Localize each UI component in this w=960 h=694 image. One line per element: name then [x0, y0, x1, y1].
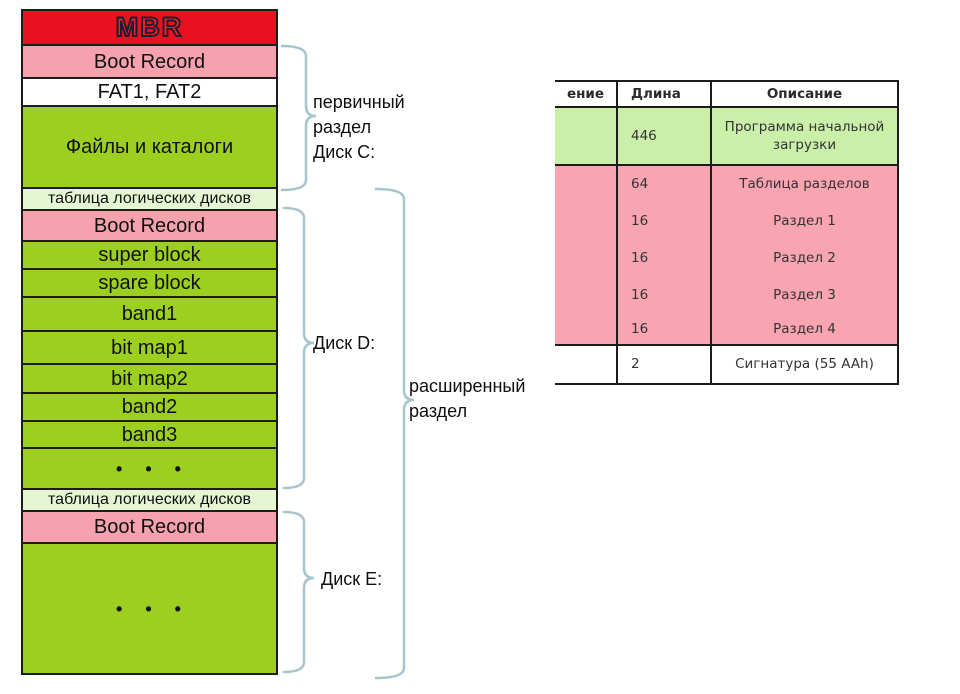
disk-block: bit map1: [21, 330, 278, 365]
disk-block: band3: [21, 420, 278, 449]
disk-block-label: таблица логических дисков: [48, 190, 251, 207]
table-row: 446 Программа начальной загрузки: [555, 108, 897, 166]
cell-length: 16: [616, 314, 710, 344]
cell-length: 446: [616, 108, 710, 164]
disk-block-label: band2: [121, 396, 178, 418]
cell-description: Раздел 1: [710, 203, 897, 240]
disk-block-label: Файлы и каталоги: [65, 136, 234, 158]
cell-length: 64: [616, 166, 710, 203]
cell-description: Сигнатура (55 AAh): [710, 346, 897, 383]
table-row: 2 Сигнатура (55 AAh): [555, 346, 897, 383]
disk-block: bit map2: [21, 363, 278, 394]
label-extended-line1: расширенный: [409, 376, 526, 396]
header-description: Описание: [710, 82, 897, 106]
cell-length: 16: [616, 277, 710, 314]
cell-offset: [555, 203, 616, 240]
disk-block: таблица логических дисков: [21, 488, 278, 512]
disk-block: FAT1, FAT2: [21, 77, 278, 107]
label-primary-line1: первичный: [313, 92, 405, 112]
disk-block: Boot Record: [21, 44, 278, 79]
disk-block: MBR: [21, 9, 278, 46]
cell-offset: [555, 240, 616, 277]
label-primary-line3: Диск C:: [313, 142, 376, 162]
cell-description: Таблица разделов: [710, 166, 897, 203]
cell-description: Раздел 3: [710, 277, 897, 314]
cell-offset: [555, 314, 616, 344]
disk-block-label: spare block: [98, 272, 201, 294]
disk-block-label: FAT1, FAT2: [97, 81, 202, 103]
disk-block: Boot Record: [21, 510, 278, 544]
cell-offset: [555, 108, 616, 164]
cell-description: Программа начальной загрузки: [710, 108, 897, 164]
disk-block: Boot Record: [21, 209, 278, 242]
disk-block: Файлы и каталоги: [21, 105, 278, 189]
label-extended-partition: расширенный раздел: [409, 374, 525, 424]
disk-block: • • •: [21, 542, 278, 675]
disk-block-label: Boot Record: [93, 516, 206, 538]
mbr-structure-table: ение Длина Описание 446 Программа началь…: [555, 80, 899, 385]
cell-description: Раздел 2: [710, 240, 897, 277]
disk-block-label: Boot Record: [93, 214, 206, 237]
disk-block-label: • • •: [116, 598, 183, 619]
cell-length: 2: [616, 346, 710, 383]
table-header-row: ение Длина Описание: [555, 82, 897, 108]
brace-disk-e: [282, 510, 315, 674]
disk-block-label: band1: [121, 303, 178, 325]
disk-block-label: band3: [121, 423, 178, 446]
disk-block-label: Boot Record: [93, 50, 206, 73]
brace-disk-d: [282, 206, 315, 490]
cell-length: 16: [616, 203, 710, 240]
cell-length: 16: [616, 240, 710, 277]
cell-description: Раздел 4: [710, 314, 897, 344]
label-disk-e: Диск E:: [321, 569, 383, 589]
label-primary-partition: первичный раздел Диск C:: [313, 90, 405, 165]
table-body: 446 Программа начальной загрузки 64 Табл…: [555, 108, 897, 383]
disk-block-label: MBR: [115, 12, 184, 42]
disk-structure-stack: MBR Boot Record FAT1, FAT2 Файлы и катал…: [21, 9, 278, 675]
cell-offset: [555, 346, 616, 383]
disk-block: таблица логических дисков: [21, 187, 278, 211]
header-length: Длина: [616, 82, 710, 106]
disk-block-label: таблица логических дисков: [48, 491, 251, 508]
disk-block-label: super block: [98, 244, 201, 266]
label-extended-line2: раздел: [409, 401, 468, 421]
header-offset: ение: [566, 85, 605, 102]
cell-offset: [555, 166, 616, 203]
disk-block: spare block: [21, 268, 278, 298]
disk-block-label: • • •: [116, 458, 183, 479]
disk-block-label: bit map1: [111, 336, 188, 359]
disk-block: band1: [21, 296, 278, 332]
disk-block-label: bit map2: [111, 367, 188, 390]
disk-block: • • •: [21, 447, 278, 490]
brace-primary-partition: [280, 44, 317, 192]
table-row: 16 Раздел 1: [555, 203, 897, 240]
table-row: 16 Раздел 2: [555, 240, 897, 277]
table-row: 16 Раздел 3: [555, 277, 897, 314]
table-row: 64 Таблица разделов: [555, 166, 897, 203]
disk-block: band2: [21, 392, 278, 422]
label-primary-line2: раздел: [313, 117, 372, 137]
table-row: 16 Раздел 4: [555, 314, 897, 346]
brace-extended-partition: [374, 187, 415, 680]
cell-offset: [555, 277, 616, 314]
disk-block: super block: [21, 240, 278, 270]
label-disk-d: Диск D:: [313, 333, 376, 353]
